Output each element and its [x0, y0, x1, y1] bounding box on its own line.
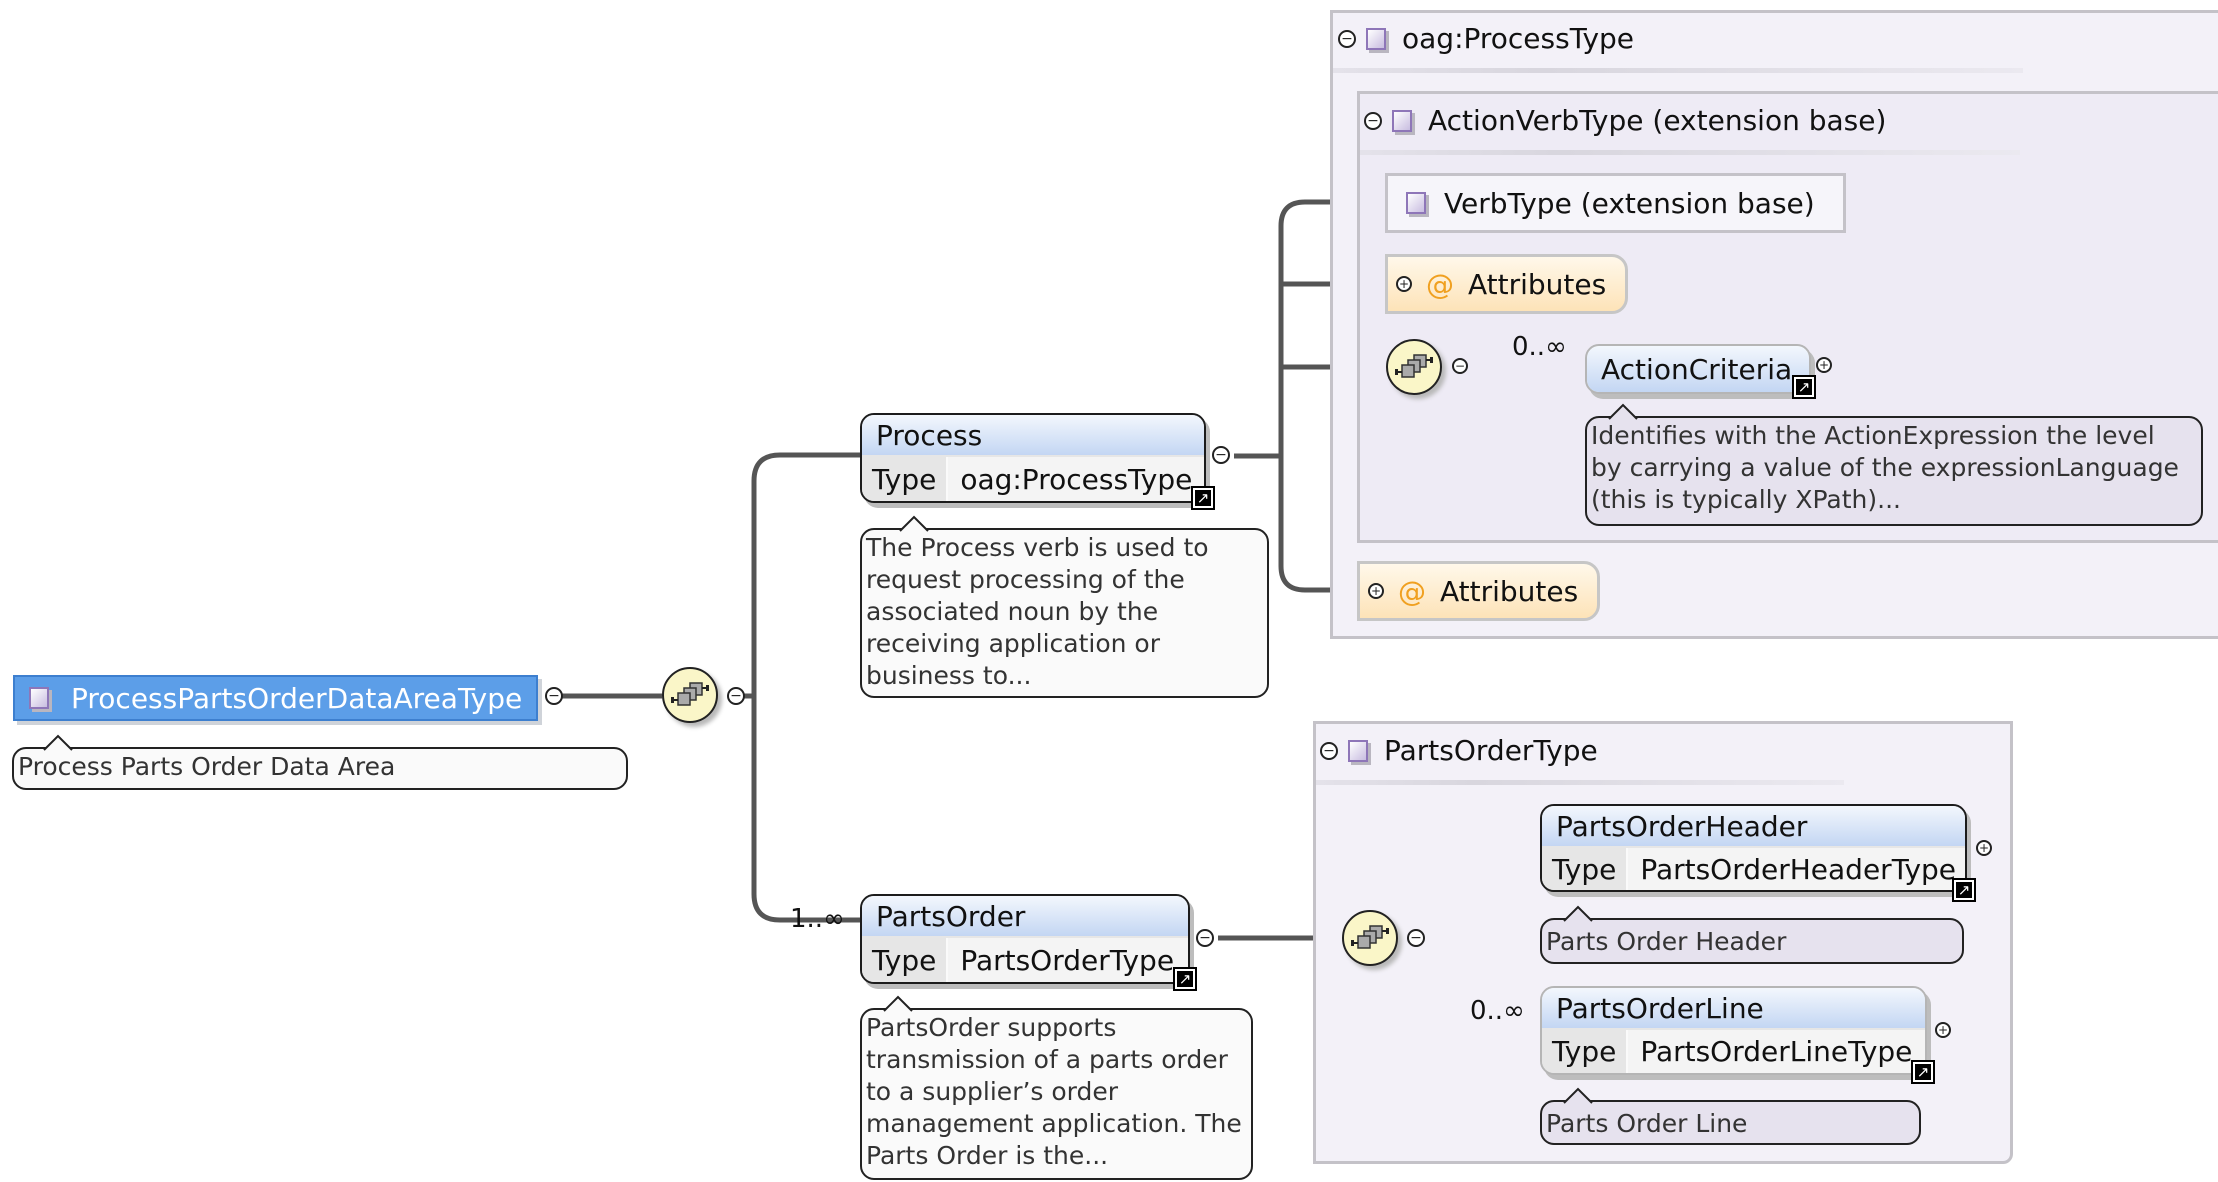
attributes-label: Attributes	[1468, 267, 1607, 301]
collapse-icon[interactable]: −	[1452, 358, 1468, 374]
process-name: Process	[862, 415, 1204, 457]
desc-line: Parts Order Line	[1546, 1109, 1748, 1138]
desc-line: transmission of a parts order	[866, 1045, 1228, 1074]
collapse-icon[interactable]: −	[1364, 111, 1382, 130]
type-value: PartsOrderLineType	[1628, 1030, 1925, 1073]
type-key: Type	[1542, 848, 1629, 890]
type-value: oag:ProcessType	[948, 457, 1204, 501]
parts-order-line-cardinality: 0..∞	[1470, 996, 1525, 1026]
type-key: Type	[1542, 1030, 1629, 1073]
action-verb-type-title: ActionVerbType (extension base)	[1428, 104, 1887, 137]
action-criteria-cardinality: 0..∞	[1512, 332, 1567, 362]
root-type-name: ProcessPartsOrderDataAreaType	[71, 681, 523, 715]
desc-line: to a supplier’s order	[866, 1077, 1119, 1106]
attributes-box-inner[interactable]: + @ Attributes	[1385, 254, 1628, 314]
desc-line: PartsOrder supports	[866, 1013, 1117, 1042]
expand-icon[interactable]: +	[1976, 840, 1992, 856]
collapse-icon[interactable]: −	[1338, 29, 1356, 48]
root-description: Process Parts Order Data Area	[12, 734, 628, 790]
sequence-icon	[671, 682, 709, 706]
desc-line: by carrying a value of the expressionLan…	[1591, 453, 2179, 482]
desc-line: receiving application or	[866, 629, 1161, 658]
attribute-at-icon: @	[1398, 574, 1426, 608]
type-link-icon[interactable]: ↗	[1952, 878, 1976, 902]
parts-order-cardinality: 1..∞	[790, 904, 845, 934]
type-value: PartsOrderHeaderType	[1628, 848, 1965, 890]
sequence-compositor[interactable]	[662, 667, 718, 723]
divider	[1360, 150, 2020, 155]
process-description: The Process verb is used to request proc…	[860, 515, 1269, 698]
complex-type-icon	[1406, 192, 1426, 214]
connector-sequence-children	[751, 452, 860, 923]
process-type-header: − oag:ProcessType	[1338, 22, 1634, 55]
parts-order-type-title: PartsOrderType	[1384, 734, 1598, 767]
expand-icon[interactable]: +	[1935, 1022, 1951, 1038]
parts-order-type-header: − PartsOrderType	[1320, 734, 1598, 767]
parts-order-description: PartsOrder supports transmission of a pa…	[860, 995, 1253, 1180]
type-key: Type	[862, 457, 949, 501]
desc-line: (this is typically XPath)...	[1591, 485, 1901, 514]
verb-type-label: VerbType (extension base)	[1444, 186, 1815, 220]
action-criteria-description: Identifies with the ActionExpression the…	[1585, 403, 2203, 526]
desc-line: request processing of the	[866, 565, 1185, 594]
expand-icon[interactable]: +	[1368, 583, 1384, 599]
type-key: Type	[862, 938, 949, 982]
complex-type-icon	[29, 687, 49, 709]
type-link-icon[interactable]: ↗	[1191, 486, 1215, 510]
sequence-icon	[1395, 354, 1433, 378]
collapse-icon[interactable]: −	[1407, 929, 1425, 947]
action-verb-type-header: − ActionVerbType (extension base)	[1364, 104, 1886, 137]
action-criteria-name: ActionCriteria	[1587, 346, 1809, 392]
collapse-icon[interactable]: −	[545, 687, 563, 705]
desc-line: Identifies with the ActionExpression the…	[1591, 421, 2155, 450]
root-type-node[interactable]: ProcessPartsOrderDataAreaType	[13, 675, 538, 721]
expand-icon[interactable]: +	[1816, 357, 1832, 373]
complex-type-icon	[1348, 739, 1368, 762]
parts-order-header-name: PartsOrderHeader	[1542, 806, 1965, 848]
desc-line: Parts Order Header	[1546, 927, 1787, 956]
collapse-icon[interactable]: −	[727, 687, 745, 705]
complex-type-icon	[1366, 27, 1386, 50]
attributes-box-outer[interactable]: + @ Attributes	[1357, 561, 1600, 621]
divider	[1316, 780, 1844, 785]
type-link-icon[interactable]: ↗	[1792, 375, 1816, 399]
parts-order-name: PartsOrder	[862, 896, 1188, 938]
complex-type-icon	[1392, 109, 1412, 132]
type-link-icon[interactable]: ↗	[1173, 967, 1197, 991]
desc-line: associated noun by the	[866, 597, 1159, 626]
desc-line: Process Parts Order Data Area	[18, 752, 396, 781]
collapse-icon[interactable]: −	[1196, 929, 1214, 947]
attribute-at-icon: @	[1426, 267, 1454, 301]
action-criteria-element[interactable]: ActionCriteria	[1585, 344, 1811, 394]
parts-order-line-name: PartsOrderLine	[1542, 988, 1925, 1030]
desc-line: The Process verb is used to	[866, 533, 1209, 562]
type-link-icon[interactable]: ↗	[1911, 1060, 1935, 1084]
desc-line: business to...	[866, 661, 1032, 690]
desc-line: Parts Order is the...	[866, 1141, 1109, 1170]
sequence-compositor[interactable]	[1342, 910, 1398, 966]
collapse-icon[interactable]: −	[1212, 446, 1230, 464]
sequence-icon	[1351, 925, 1389, 949]
parts-order-element[interactable]: PartsOrder Type PartsOrderType	[860, 894, 1190, 984]
collapse-icon[interactable]: −	[1320, 741, 1338, 760]
parts-order-header-element[interactable]: PartsOrderHeader Type PartsOrderHeaderTy…	[1540, 804, 1967, 892]
expand-icon[interactable]: +	[1396, 276, 1412, 292]
parts-order-line-element[interactable]: PartsOrderLine Type PartsOrderLineType	[1540, 986, 1927, 1075]
process-element[interactable]: Process Type oag:ProcessType	[860, 413, 1206, 503]
parts-order-line-description: Parts Order Line	[1540, 1087, 1921, 1145]
process-type-title: oag:ProcessType	[1402, 22, 1635, 55]
divider	[1333, 68, 2023, 73]
verb-type-box[interactable]: VerbType (extension base)	[1385, 173, 1846, 233]
type-value: PartsOrderType	[948, 938, 1188, 982]
desc-line: management application. The	[866, 1109, 1242, 1138]
attributes-label: Attributes	[1440, 574, 1579, 608]
sequence-compositor[interactable]	[1386, 339, 1442, 395]
parts-order-header-description: Parts Order Header	[1540, 905, 1964, 964]
